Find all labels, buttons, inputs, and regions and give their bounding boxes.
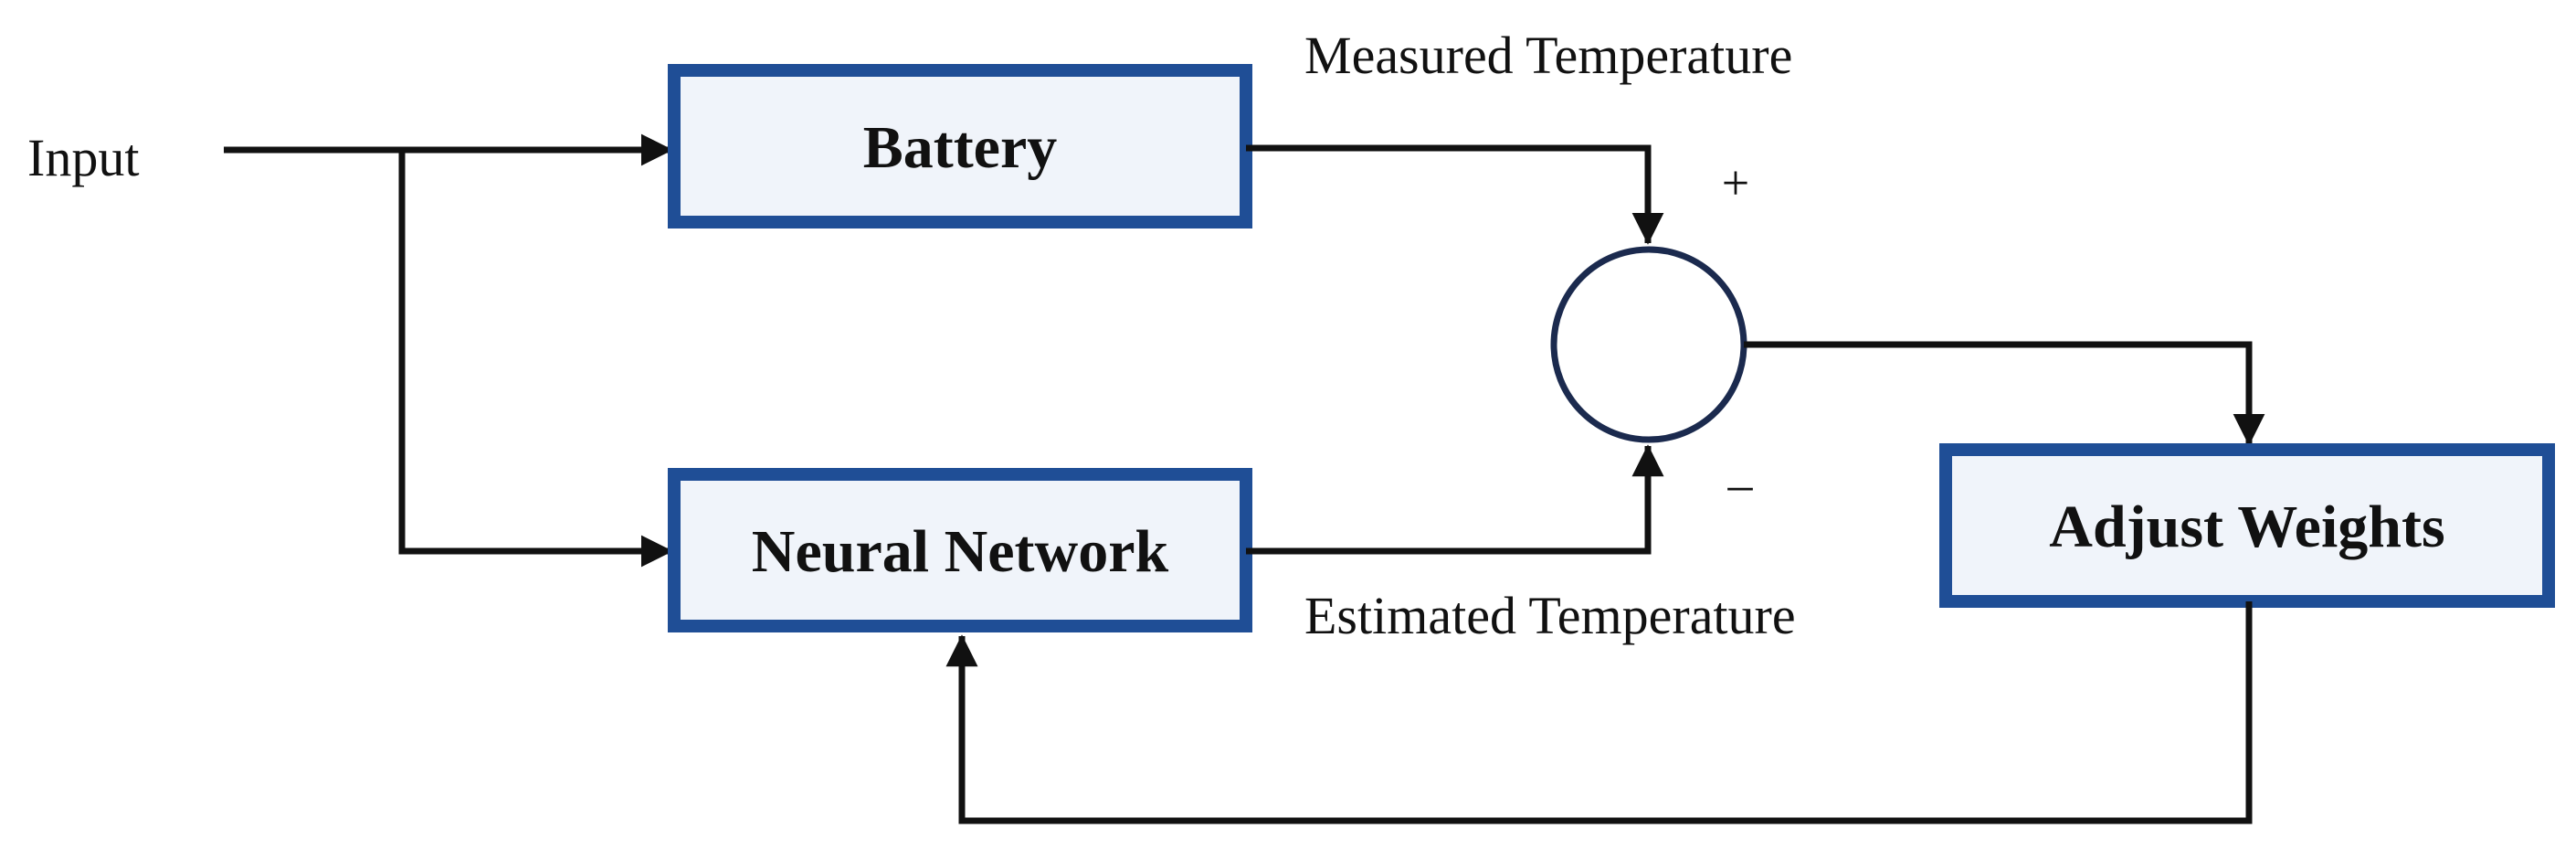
input-to-network-arrow xyxy=(398,150,673,568)
measured-temperature-label: Measured Temperature xyxy=(1304,26,1792,85)
input-label: Input xyxy=(27,128,139,187)
junction-to-adjust-arrow xyxy=(1744,341,2265,446)
plus-sign: + xyxy=(1722,155,1749,210)
adjust-weights-label: Adjust Weights xyxy=(2049,494,2444,560)
neural-network-label: Neural Network xyxy=(752,518,1169,585)
estimated-temperature-label: Estimated Temperature xyxy=(1304,586,1796,645)
minus-sign: – xyxy=(1727,457,1754,512)
battery-label: Battery xyxy=(863,114,1058,181)
feedback-arrow xyxy=(945,601,2253,824)
summing-junction xyxy=(1550,246,1747,443)
network-to-junction-arrow xyxy=(1246,444,1664,555)
battery-to-junction-arrow xyxy=(1246,144,1664,245)
